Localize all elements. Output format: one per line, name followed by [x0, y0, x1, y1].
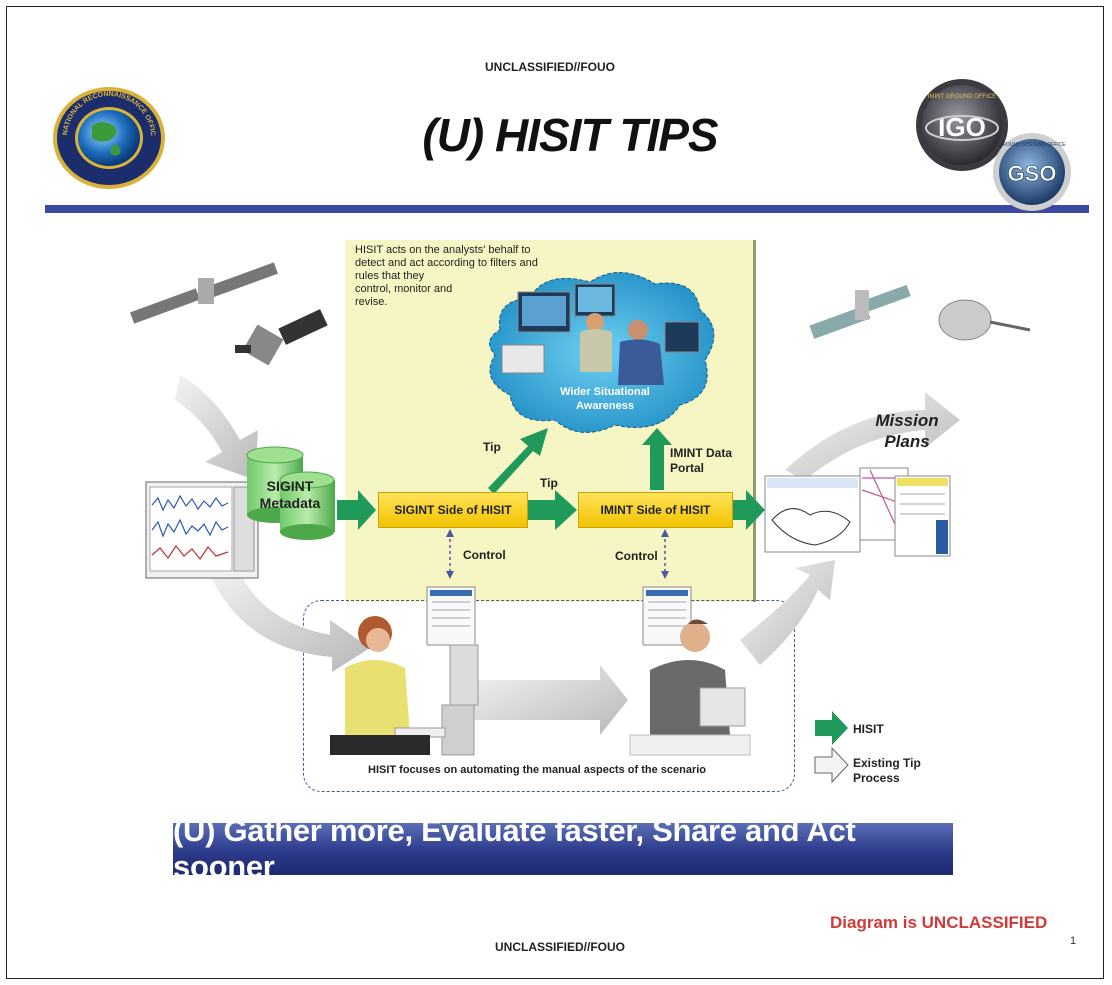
control-arrow-sigint — [446, 529, 454, 579]
legend-hisit-arrow-icon — [815, 711, 848, 745]
analyst-man-illustration — [629, 619, 751, 756]
control-label-left: Control — [463, 548, 506, 562]
control-arrow-imint — [661, 529, 669, 579]
mission-plans-label: Mission Plans — [875, 411, 939, 451]
classification-top: UNCLASSIFIED//FOUO — [484, 60, 615, 74]
control-label-right: Control — [615, 549, 658, 563]
sigint-metadata-database-icon — [246, 446, 335, 540]
sigint-screen-thumbnail — [426, 586, 476, 646]
existing-arrow-analyst-to-analyst — [470, 665, 628, 735]
hisit-arrow-sigint-to-imint — [528, 490, 577, 530]
classification-bottom: UNCLASSIFIED//FOUO — [494, 940, 625, 954]
satellite-icon-left-1 — [130, 262, 278, 324]
tip-label-up: Tip — [483, 440, 501, 454]
nro-seal-logo: NATIONAL RECONNAISSANCE OFFICE · UNITED … — [52, 86, 165, 189]
imint-data-portal-label: IMINT Data Portal — [670, 446, 733, 475]
manual-process-caption: HISIT focuses on automating the manual a… — [368, 764, 707, 776]
situational-awareness-label: Wider Situational Awareness — [560, 386, 650, 412]
slide-frame — [6, 6, 1104, 979]
page-number: 1 — [1070, 935, 1077, 947]
legend-existing-label: Existing Tip Process — [853, 756, 921, 785]
hisit-arrow-to-portal — [642, 428, 672, 490]
panel-description: HISIT acts on the analysts' behalf to de… — [355, 244, 538, 308]
igo-logo: IMINT GROUND OFFICE IGO — [916, 79, 1008, 171]
existing-arrow-to-analyst — [210, 560, 370, 672]
hisit-arrow-tip-up — [488, 428, 548, 494]
header-rule — [45, 205, 1089, 213]
manual-process-box — [303, 600, 795, 792]
igo-ring-text: IMINT GROUND OFFICE — [928, 94, 996, 100]
analyst-woman-illustration — [330, 616, 479, 756]
satellite-icon-right-2 — [938, 299, 1031, 341]
existing-arrow-to-mission — [740, 560, 835, 665]
page-title: (U) HISIT TIPS — [422, 109, 718, 161]
existing-arrow-up-right — [785, 392, 960, 480]
imint-side-box: IMINT Side of HISIT — [578, 492, 733, 528]
existing-arrow-down — [175, 375, 258, 480]
situational-awareness-cloud — [489, 272, 715, 433]
hisit-arrow-imint-to-mission — [732, 490, 765, 530]
summary-banner: (U) Gather more, Evaluate faster, Share … — [173, 813, 953, 884]
legend-hisit-label: HISIT — [853, 722, 884, 736]
mission-plans-screens — [764, 467, 951, 557]
hisit-arrow-metadata-to-sigint — [337, 490, 376, 530]
diagram-classification-note: Diagram is UNCLASSIFIED — [830, 913, 1048, 932]
sigint-side-box: SIGINT Side of HISIT — [378, 492, 528, 528]
satellite-icon-right-1 — [809, 284, 911, 339]
sigint-metadata-label: SIGINT Metadata — [259, 478, 321, 511]
gso-logo: GROUND SYSTEMS OFFICE GSO — [993, 133, 1071, 211]
sigint-chart-thumbnail — [145, 481, 259, 579]
satellite-icon-left-2 — [235, 309, 328, 366]
gso-ring-text: GROUND SYSTEMS OFFICE — [998, 142, 1066, 148]
tip-label-across: Tip — [540, 476, 558, 490]
legend-existing-arrow-icon — [814, 746, 849, 784]
gso-letters: GSO — [1008, 161, 1057, 186]
